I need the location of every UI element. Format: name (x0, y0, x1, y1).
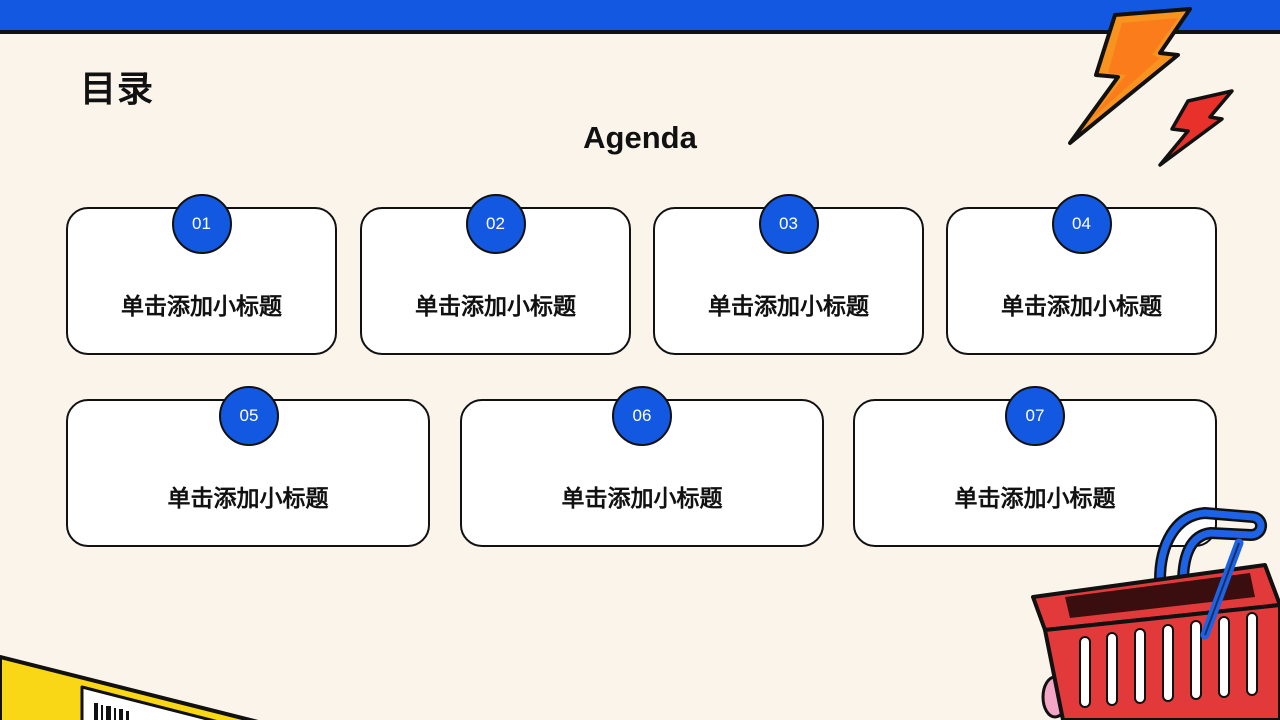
agenda-card-04[interactable]: 04 单击添加小标题 (946, 194, 1217, 355)
agenda-card-03[interactable]: 03 单击添加小标题 (653, 194, 924, 355)
page-title: 目录 (80, 69, 155, 110)
agenda-card-label[interactable]: 单击添加小标题 (561, 486, 723, 512)
agenda-card-label[interactable]: 单击添加小标题 (167, 486, 329, 512)
page-subtitle: Agenda (583, 120, 697, 155)
top-bar (0, 0, 1280, 34)
agenda-number-badge: 03 (758, 194, 819, 254)
agenda-number-badge: 05 (219, 386, 279, 446)
ticket-icon (0, 655, 259, 720)
agenda-card-label[interactable]: 单击添加小标题 (708, 294, 869, 320)
agenda-number-badge: 01 (171, 194, 232, 254)
agenda-number-badge: 07 (1005, 386, 1065, 446)
agenda-card-label[interactable]: 单击添加小标题 (954, 486, 1116, 512)
agenda-number-badge: 02 (465, 194, 526, 254)
lightning-bolt-icon (1068, 7, 1234, 167)
agenda-card-06[interactable]: 06 单击添加小标题 (460, 386, 824, 547)
agenda-card-label[interactable]: 单击添加小标题 (415, 294, 576, 320)
agenda-card-02[interactable]: 02 单击添加小标题 (360, 194, 631, 355)
agenda-card-05[interactable]: 05 单击添加小标题 (66, 386, 430, 547)
agenda-card-label[interactable]: 单击添加小标题 (121, 294, 282, 320)
agenda-card-07[interactable]: 07 单击添加小标题 (853, 386, 1217, 547)
agenda-number-badge: 06 (612, 386, 672, 446)
agenda-number-badge: 04 (1051, 194, 1112, 254)
shopping-basket-icon (1031, 506, 1280, 720)
agenda-card-label[interactable]: 单击添加小标题 (1001, 294, 1162, 320)
agenda-card-01[interactable]: 01 单击添加小标题 (66, 194, 337, 355)
